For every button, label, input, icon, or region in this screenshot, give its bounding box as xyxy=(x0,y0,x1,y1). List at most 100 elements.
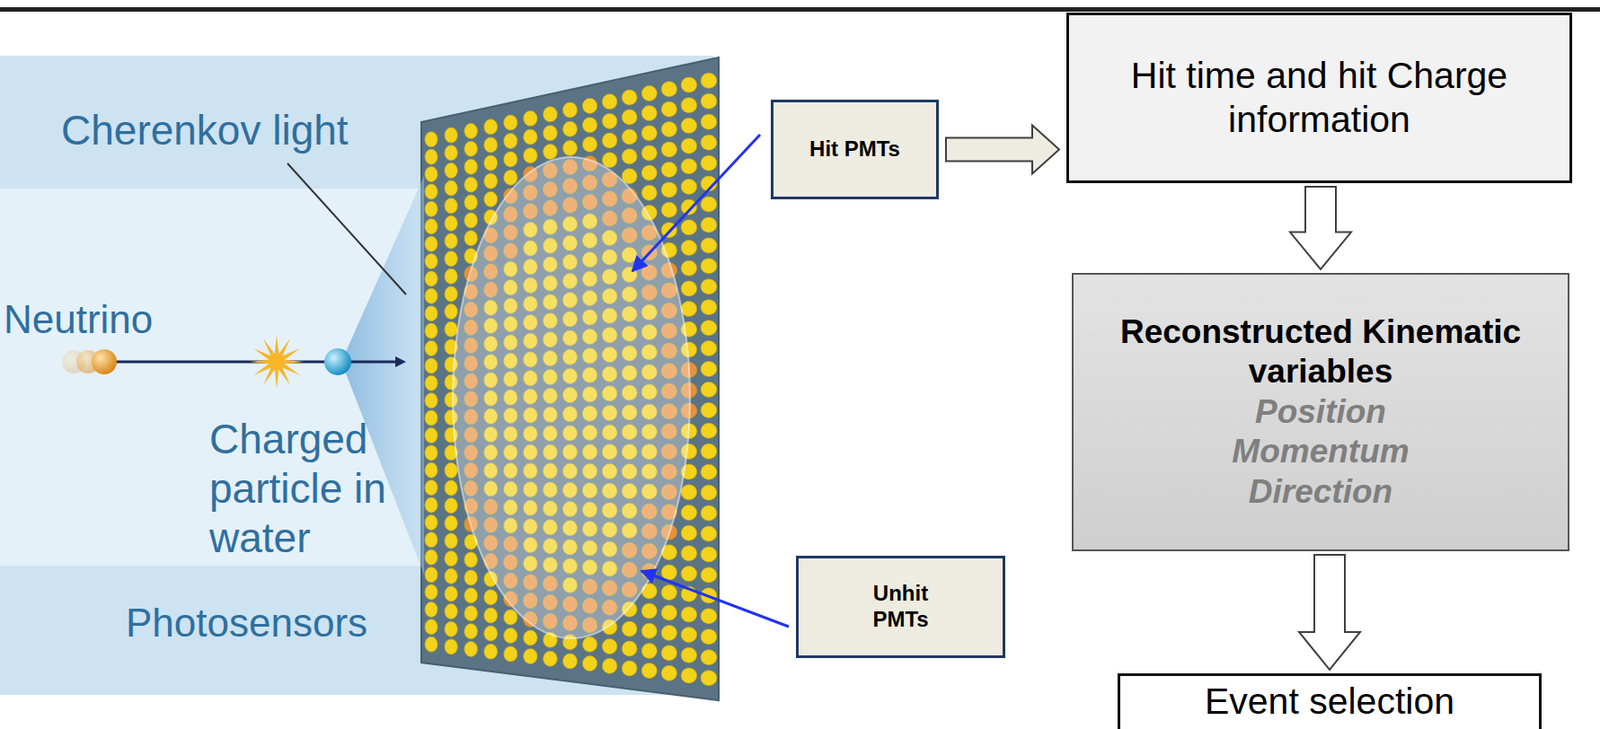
pmt-dot xyxy=(424,636,438,653)
pmt-dot xyxy=(503,646,518,663)
pmt-dot xyxy=(641,185,657,201)
pmt-dot xyxy=(582,97,597,114)
pmt-dot xyxy=(424,480,438,496)
pmt-dot xyxy=(680,546,698,562)
pmt-dot xyxy=(601,94,618,110)
pmt-dot xyxy=(680,260,698,276)
pmt-dot xyxy=(503,169,518,186)
pmt-dot xyxy=(424,584,438,601)
pmt-dot xyxy=(680,77,698,93)
box-item: Position xyxy=(1255,392,1387,433)
pmt-dot xyxy=(444,198,458,214)
pmt-dot xyxy=(601,132,618,149)
pmt-dot xyxy=(563,121,578,137)
pmt-dot xyxy=(464,642,478,658)
pmt-dot xyxy=(700,155,717,171)
illustration-label: Cherenkov light xyxy=(61,106,349,156)
box-item: Momentum xyxy=(1231,432,1409,472)
box-title: Unhit PMTs xyxy=(860,581,942,634)
pmt-dot xyxy=(424,514,438,531)
pmt-dot xyxy=(563,102,578,118)
pmt-dot xyxy=(424,149,438,165)
pmt-dot xyxy=(464,212,478,229)
pmt-dot xyxy=(464,230,478,247)
pmt-dot xyxy=(424,427,438,443)
pmt-dot xyxy=(464,588,478,604)
pmt-dot xyxy=(680,668,698,684)
pmt-dot xyxy=(484,191,498,207)
pmt-dot xyxy=(700,238,717,254)
pointer-arrow xyxy=(641,571,789,628)
pmt-dot xyxy=(680,627,698,644)
pmt-dot xyxy=(424,445,438,461)
cherenkov-ring xyxy=(452,157,690,639)
pmt-dot xyxy=(424,462,438,478)
pmt-dot xyxy=(601,152,618,168)
pmt-dot xyxy=(661,202,677,218)
pmt-dot xyxy=(680,504,698,521)
pmt-dot xyxy=(680,178,698,195)
box-title: Hit PMTs xyxy=(809,136,901,163)
pmt-dot xyxy=(444,180,458,196)
pmt-dot xyxy=(523,649,538,665)
process-box: Event selection xyxy=(1117,673,1542,729)
pmt-dot xyxy=(700,671,717,687)
pmt-dot xyxy=(464,159,478,175)
pmt-dot xyxy=(503,609,518,626)
neutrino-ball xyxy=(91,349,117,375)
pmt-dot xyxy=(700,505,717,522)
track-head xyxy=(395,356,407,368)
pmt-dot xyxy=(503,151,518,168)
pmt-dot xyxy=(543,106,558,123)
pmt-dot xyxy=(680,240,698,257)
pmt-dot xyxy=(444,462,458,478)
pmt-dot xyxy=(424,184,438,200)
pmt-dot xyxy=(680,138,698,154)
pmt-dot xyxy=(700,93,717,109)
pmt-dot xyxy=(582,136,597,152)
pmt-dot xyxy=(661,665,677,681)
pmt-dot xyxy=(444,586,458,602)
pmt-dot xyxy=(444,568,458,584)
pmt-dot xyxy=(680,117,698,133)
pmt-dot xyxy=(661,605,677,621)
pmt-dot xyxy=(621,89,637,106)
pmt-dot xyxy=(444,480,458,496)
pmt-dot xyxy=(543,651,558,667)
pmt-dot xyxy=(444,498,458,514)
pmt-dot xyxy=(641,85,657,101)
pmt-dot xyxy=(661,645,677,662)
pmt-dot xyxy=(661,122,677,138)
pmt-dot xyxy=(464,194,478,211)
pmt-dot xyxy=(700,485,717,501)
pmt-dot xyxy=(582,117,597,133)
pmt-dot xyxy=(424,167,438,183)
pmt-dot xyxy=(641,603,657,619)
pmt-dot xyxy=(444,604,458,620)
pmt-dot xyxy=(543,125,558,142)
charged-particle xyxy=(324,348,352,376)
pmt-dot xyxy=(484,173,498,189)
pmt-dot xyxy=(464,123,478,139)
pmt-dot xyxy=(503,627,518,644)
pmt-dot xyxy=(661,625,677,641)
pmt-dot xyxy=(601,113,618,129)
pmt-dot xyxy=(444,621,458,637)
pmt-dot xyxy=(444,215,458,231)
pmt-dot xyxy=(641,106,657,122)
box-title: Hit time and hit Charge information xyxy=(1081,53,1557,142)
pmt-dot xyxy=(680,607,698,623)
pmt-dot xyxy=(424,567,438,584)
pmt-dot xyxy=(444,515,458,531)
pmt-dot xyxy=(621,641,637,657)
pmt-dot xyxy=(621,129,637,145)
pmt-dot xyxy=(582,656,597,672)
pmt-dot xyxy=(621,621,637,637)
pmt-dot xyxy=(700,567,717,584)
pmt-dot xyxy=(424,497,438,513)
pmt-dot xyxy=(424,288,438,304)
pmt-dot xyxy=(444,286,458,302)
pmt-dot xyxy=(424,132,438,148)
callout-box: Hit PMTs xyxy=(770,99,939,200)
pmt-dot xyxy=(444,145,458,161)
